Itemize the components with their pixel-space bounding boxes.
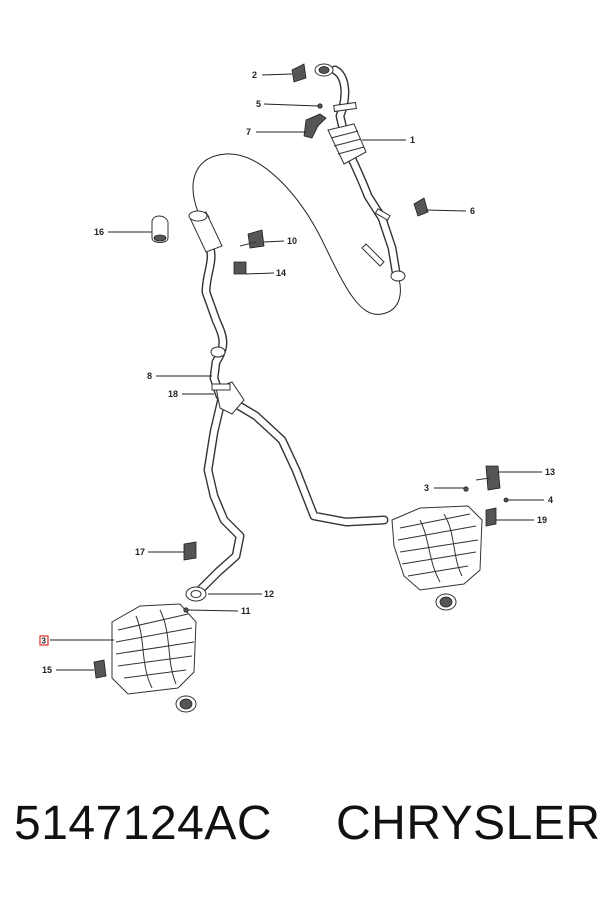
callout-11: 11 (241, 606, 251, 616)
intermediate-pipe (188, 210, 389, 595)
callout-3-left: 3 (42, 637, 47, 646)
callout-18: 18 (168, 389, 178, 399)
callout-12: 12 (264, 589, 274, 599)
callout-5: 5 (256, 99, 261, 109)
brand-name: CHRYSLER (336, 797, 600, 850)
callout-2: 2 (252, 70, 257, 80)
right-muffler (391, 505, 483, 611)
callout-3-right: 3 (424, 483, 429, 493)
callout-17: 17 (135, 547, 145, 557)
part-number: 5147124AC (14, 797, 273, 850)
exhaust-system-diagram: 2 1 5 7 6 16 10 14 8 18 13 3 4 19 17 12 … (39, 63, 555, 713)
callout-13: 13 (545, 467, 555, 477)
front-pipe-assembly (314, 63, 406, 282)
left-muffler (111, 586, 207, 713)
callout-1: 1 (410, 135, 415, 145)
callout-4: 4 (548, 495, 553, 505)
callout-19: 19 (537, 515, 547, 525)
footer: 5147124AC CHRYSLER (0, 796, 600, 866)
callout-3-highlight-box (39, 635, 49, 646)
callout-6: 6 (470, 206, 475, 216)
callout-14: 14 (276, 268, 286, 278)
leader-lines (50, 73, 544, 671)
callout-16: 16 (94, 227, 104, 237)
callout-10: 10 (287, 236, 297, 246)
callout-8: 8 (147, 371, 152, 381)
sensor-wire (192, 153, 401, 315)
callout-15: 15 (42, 665, 52, 675)
hardware-parts (93, 63, 509, 679)
callout-labels: 2 1 5 7 6 16 10 14 8 18 13 3 4 19 17 12 … (39, 70, 555, 675)
callout-7: 7 (246, 127, 251, 137)
